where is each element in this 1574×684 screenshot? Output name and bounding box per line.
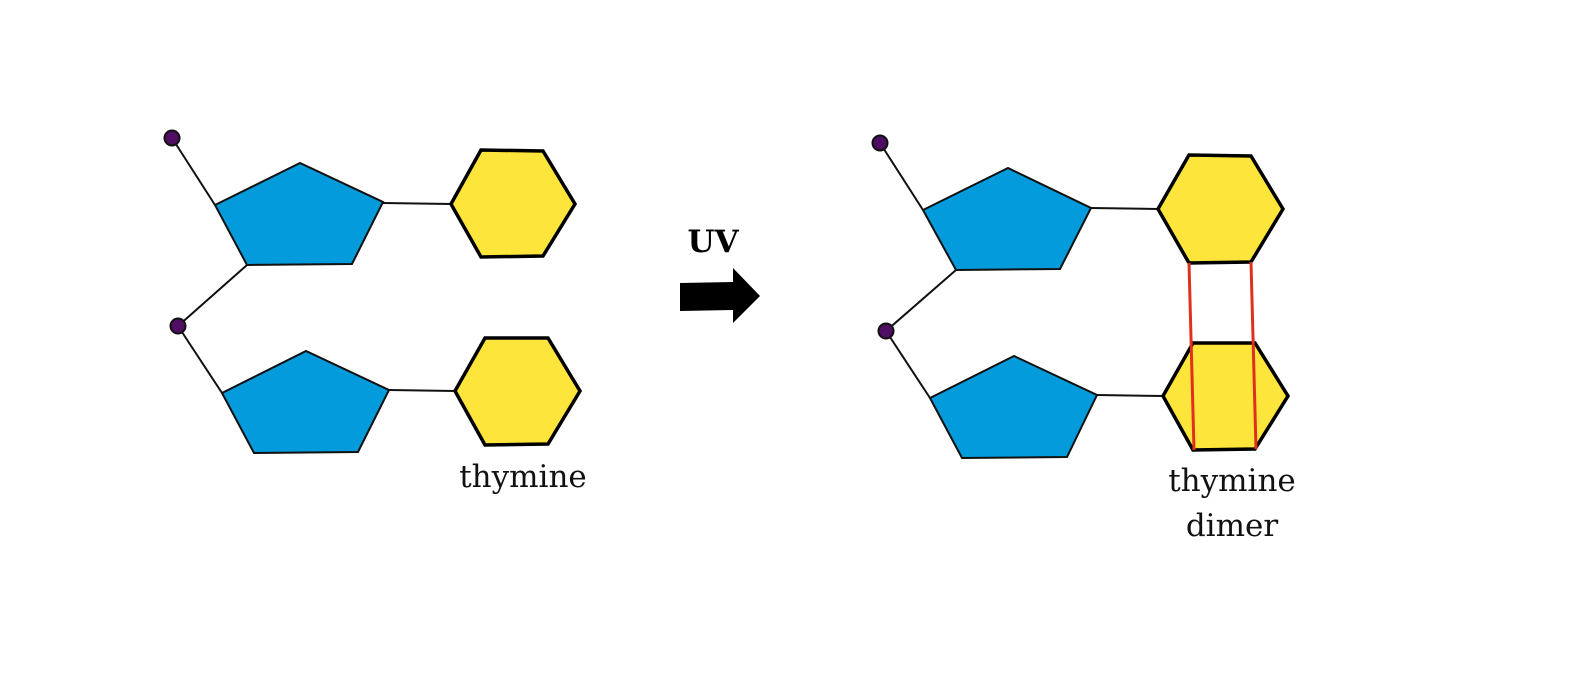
glycosidic-bond (382, 202, 452, 205)
backbone-line (177, 264, 248, 327)
phosphate-dot (871, 134, 889, 152)
dimer-bond (1249, 261, 1258, 450)
uv-label: UV (687, 224, 739, 260)
backbone-line (885, 269, 957, 332)
backbone-line (885, 330, 931, 399)
left-strand: thymine (163, 129, 587, 495)
glycosidic-bond (1090, 207, 1159, 210)
sugar-pentagon (921, 166, 1093, 272)
backbone-line (171, 137, 216, 206)
backbone-line (879, 142, 924, 211)
thymine-hexagon (448, 148, 578, 259)
thymine-label: thymine (459, 459, 587, 495)
sugar-pentagon (928, 354, 1099, 460)
thymine-dimer-label-line1: thymine (1168, 463, 1296, 499)
phosphate-dot (169, 317, 187, 335)
sugar-pentagon (220, 349, 391, 455)
glycosidic-bond (1096, 394, 1164, 397)
uv-arrow: UV (680, 224, 760, 323)
phosphate-dot (877, 322, 895, 340)
right-strand: thymine dimer (871, 134, 1296, 544)
thymine-hexagon (1155, 153, 1286, 265)
backbone-line (177, 325, 223, 394)
phosphate-dot (163, 129, 181, 147)
right-arrow-icon (680, 268, 760, 323)
thymine-dimer-label-line2: dimer (1186, 508, 1279, 544)
thymine-hexagon (1160, 341, 1291, 452)
glycosidic-bond (388, 389, 456, 392)
thymine-hexagon (452, 336, 583, 447)
dimer-bond (1187, 262, 1196, 451)
sugar-pentagon (213, 161, 385, 267)
